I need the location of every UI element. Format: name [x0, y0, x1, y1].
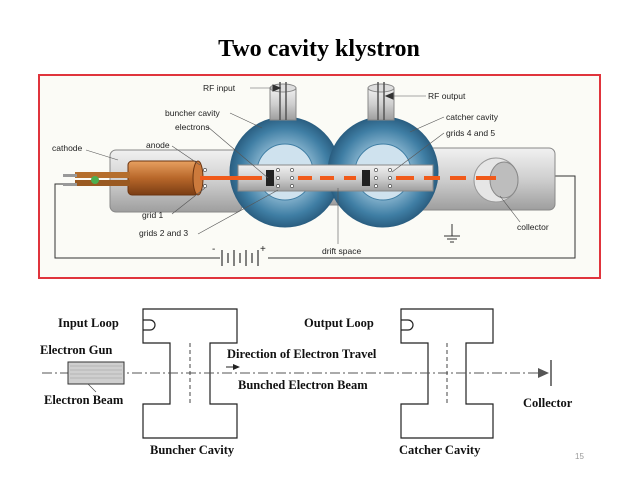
rf-output-coupler: [367, 82, 395, 121]
battery-minus: -: [212, 244, 216, 255]
label-rf-input: RF input: [203, 83, 236, 93]
label-bunched-beam: Bunched Electron Beam: [238, 378, 368, 392]
battery-plus: +: [260, 244, 266, 255]
label-grid-1: grid 1: [142, 210, 164, 220]
label-drift-space: drift space: [322, 246, 362, 256]
label-buncher-cavity-bottom: Buncher Cavity: [150, 443, 235, 457]
collector-arrow-icon: [538, 360, 552, 386]
label-electron-gun: Electron Gun: [40, 343, 113, 357]
arrow-icon: [272, 84, 394, 100]
catcher-cavity-shape: [400, 308, 494, 439]
cathode-assembly: [63, 160, 204, 196]
direction-arrow-icon: [226, 364, 240, 370]
label-output-loop: Output Loop: [304, 316, 374, 330]
electron-bunch: [362, 170, 370, 186]
buncher-cavity-shape: [142, 308, 238, 439]
electron-gun-shape: [67, 361, 125, 385]
label-grids-4-5: grids 4 and 5: [446, 128, 496, 138]
output-loop-shape: [401, 319, 414, 331]
label-buncher-cavity: buncher cavity: [165, 108, 220, 118]
input-loop-shape: [143, 319, 156, 331]
label-catcher-cavity-bottom: Catcher Cavity: [399, 443, 481, 457]
battery-icon: [221, 250, 259, 266]
label-grids-2-3: grids 2 and 3: [139, 228, 189, 238]
label-input-loop: Input Loop: [58, 316, 119, 330]
page-number: 15: [575, 452, 584, 461]
label-anode: anode: [146, 140, 170, 150]
leader-lines: [85, 87, 521, 244]
electron-bunch: [266, 170, 274, 186]
circuit-wires: [54, 175, 576, 259]
label-catcher-cavity: catcher cavity: [446, 112, 498, 122]
label-cathode: cathode: [52, 143, 83, 153]
slide-title: Two cavity klystron: [218, 36, 420, 62]
cavity-gaps: [189, 343, 448, 404]
label-rf-output: RF output: [428, 91, 466, 101]
label-direction: Direction of Electron Travel: [227, 347, 377, 361]
label-electron-beam: Electron Beam: [44, 393, 124, 407]
label-collector-top: collector: [517, 222, 549, 232]
label-collector-bottom: Collector: [523, 396, 573, 410]
label-electrons: electrons: [175, 122, 210, 132]
